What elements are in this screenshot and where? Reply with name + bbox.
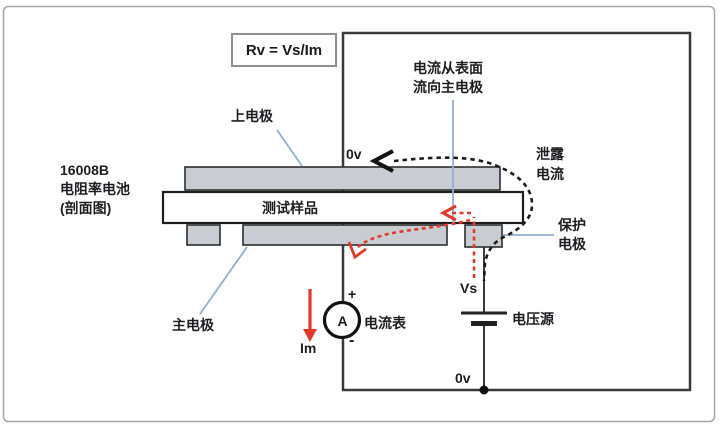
guard-electrode-left-bar: [186, 224, 221, 246]
formula-text: Rv = Vs/Im: [245, 41, 323, 59]
wire-junction-dot: [479, 385, 489, 395]
guard-electrode-label: 保护 电极: [558, 217, 586, 252]
ammeter-label: 电流表: [364, 315, 406, 331]
device-name: 电阻率电池: [60, 181, 130, 197]
zero-volt-bottom-label: 0v: [455, 370, 471, 386]
leakage-current-path: [393, 156, 534, 282]
test-sample-bar: [161, 190, 525, 225]
formula-box: Rv = Vs/Im: [231, 33, 337, 67]
ammeter-minus-sign: -: [349, 332, 355, 349]
ammeter-icon: [322, 300, 362, 340]
leakage-arrowhead-icon: [369, 149, 394, 173]
main-electrode-label: 主电极: [172, 317, 214, 333]
test-sample-label: 测试样品: [262, 200, 318, 216]
im-current-arrowhead-icon: [303, 329, 317, 342]
vs-label: Vs: [460, 280, 478, 296]
im-label: Im: [300, 340, 317, 356]
surface-current-label: 电流从表面 流向主电极: [413, 60, 483, 95]
zero-volt-top-label: 0v: [346, 146, 362, 162]
leakage-current-label: 泄露 电流: [536, 146, 564, 182]
top-electrode-label: 上电极: [231, 108, 273, 124]
main-electrode-arrowhead-icon: [347, 241, 367, 260]
surface-to-main-path: [357, 218, 471, 249]
device-caption: 16008B 电阻率电池 (剖面图): [60, 161, 130, 218]
ammeter-plus-sign: +: [348, 286, 357, 302]
surface-current-arrowhead-icon: [439, 204, 457, 222]
ammeter-symbol-letter: A: [337, 313, 348, 329]
device-view: (剖面图): [60, 200, 112, 216]
voltage-source-label: 电压源: [512, 311, 554, 327]
top-electrode-bar: [184, 166, 501, 191]
main-electrode-bar: [242, 224, 448, 246]
device-model: 16008B: [60, 162, 110, 178]
guard-electrode-bar: [464, 224, 503, 248]
pointer-top-electrode: [276, 129, 303, 167]
pointer-main-electrode: [199, 246, 248, 315]
